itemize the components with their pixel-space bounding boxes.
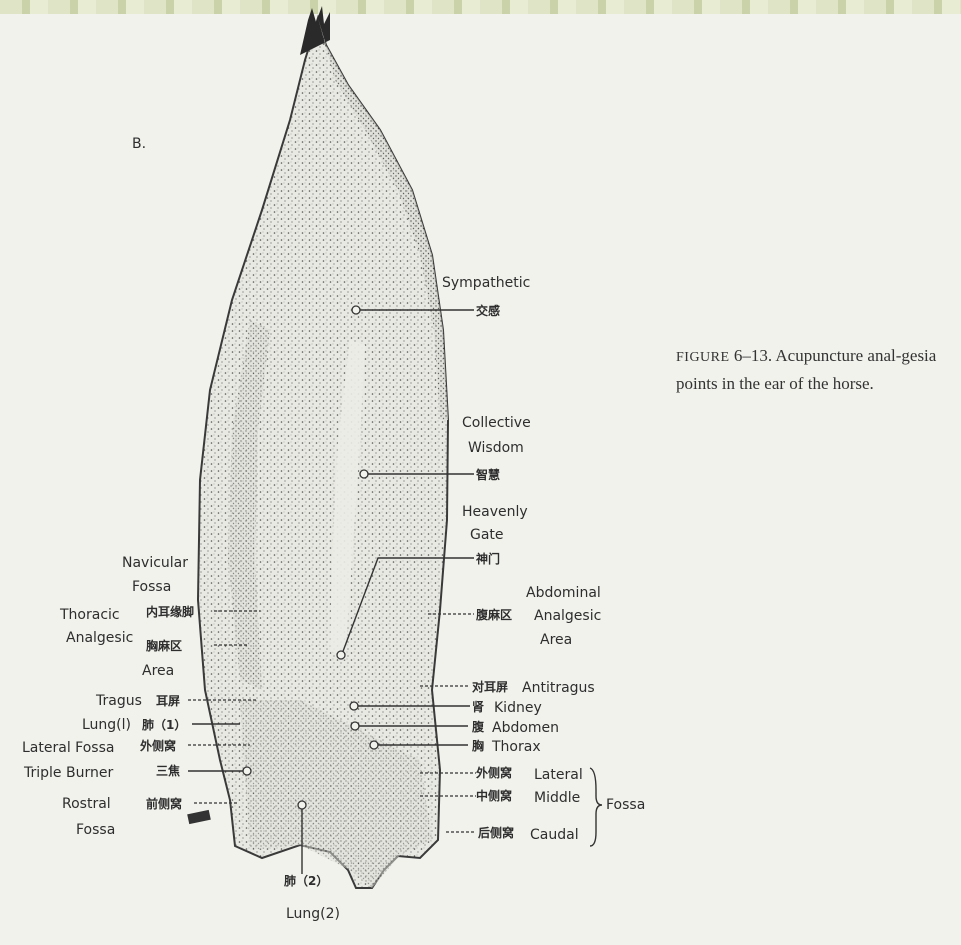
label-rostral-cn: 前侧窝 (146, 796, 182, 811)
label-lung2: Lung(2) (286, 906, 340, 922)
label-middle-cn: 中侧窝 (476, 788, 512, 803)
label-lung1: Lung(l) (82, 717, 131, 733)
label-caudal: Caudal (530, 827, 579, 843)
label-sympathetic: Sympathetic (442, 275, 530, 291)
label-thorax-cn: 胸 (472, 738, 484, 753)
label-wisdom: Wisdom (468, 440, 524, 456)
label-antitragus-cn: 对耳屏 (472, 679, 508, 694)
label-tragus: Tragus (95, 693, 142, 709)
label-triple-burner-cn: 三焦 (156, 763, 180, 778)
label-middle: Middle (534, 790, 580, 806)
label-heavenly: Heavenly (462, 504, 528, 520)
label-lateral-fossa: Lateral Fossa (22, 740, 114, 756)
label-triple-burner: Triple Burner (23, 765, 113, 781)
label-abdomen: Abdomen (492, 720, 559, 736)
label-wisdom-cn: 智慧 (475, 467, 500, 482)
label-lung2-cn: 肺（2） (284, 873, 328, 888)
label-sympathetic-cn: 交感 (476, 303, 500, 318)
label-thorax: Thorax (491, 739, 541, 755)
label-abdomen-cn: 腹 (472, 719, 485, 734)
label-lateral-cn: 外侧窝 (476, 765, 512, 780)
label-lateral: Lateral (534, 767, 583, 783)
label-kidney-cn: 肾 (472, 700, 485, 714)
label-thoracic-cn: 胸麻区 (146, 638, 182, 653)
label-rostral-fossa: Fossa (76, 822, 115, 838)
label-navicular-fossa: Fossa (132, 579, 171, 595)
label-abdominal: Abdominal (526, 585, 601, 601)
rostral-marker (187, 810, 211, 824)
label-thoracic-area: Area (142, 663, 174, 679)
label-fossa-group: Fossa (606, 797, 645, 813)
label-gate-cn: 神门 (476, 551, 500, 566)
figure-caption: FIGURE 6–13. Acupuncture anal-gesia poin… (676, 343, 961, 397)
label-thoracic: Thoracic (59, 607, 120, 623)
panel-label: B. (132, 136, 146, 152)
label-lateral-fossa-cn: 外侧窝 (140, 738, 176, 753)
label-thoracic-analgesic: Analgesic (66, 630, 133, 646)
label-navicular-cn: 内耳缘脚 (146, 604, 194, 619)
label-rostral: Rostral (62, 796, 111, 812)
label-abd-area: Area (540, 632, 572, 648)
label-abd-analgesic: Analgesic (534, 608, 601, 624)
label-gate: Gate (470, 527, 504, 543)
label-lung1-cn: 肺（1） (142, 717, 186, 732)
label-collective: Collective (462, 415, 531, 431)
label-kidney: Kidney (494, 700, 542, 716)
label-tragus-cn: 耳屏 (156, 694, 180, 708)
label-caudal-cn: 后侧窝 (478, 825, 514, 840)
caption-figure-word: FIGURE (676, 350, 730, 365)
label-navicular: Navicular (122, 555, 188, 571)
label-abdominal-cn: 腹麻区 (476, 607, 512, 622)
label-antitragus: Antitragus (522, 680, 595, 696)
